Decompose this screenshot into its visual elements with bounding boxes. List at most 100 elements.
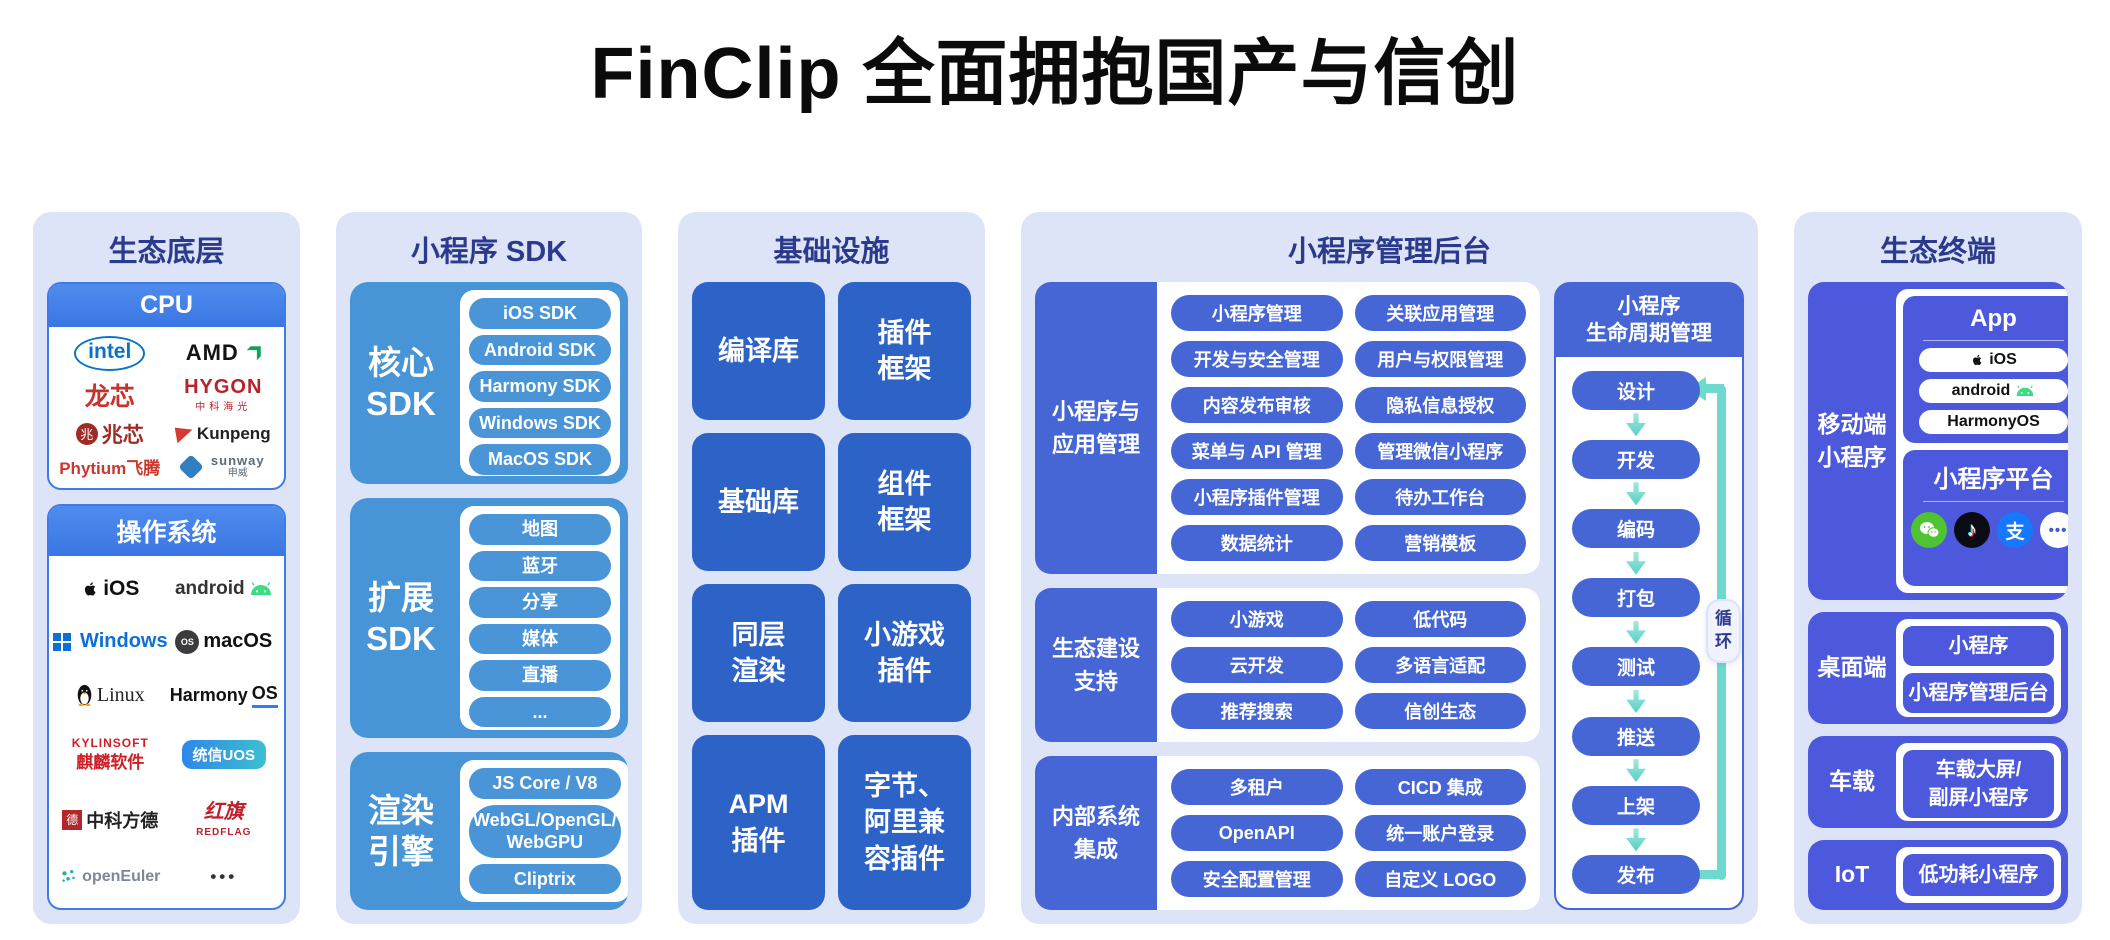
column-eco-terminal: 生态终端 移动端 小程序 App iOS android HarmonyOS 小…	[1794, 212, 2082, 924]
column-miniapp-sdk: 小程序 SDK 核心 SDK iOS SDK Android SDK Harmo…	[336, 212, 642, 924]
admin-pill: 数据统计	[1171, 525, 1343, 561]
desktop-block-miniapp: 小程序	[1903, 626, 2054, 666]
android-icon	[2016, 385, 2034, 396]
group-internal-integration-label: 内部系统 集成	[1035, 756, 1157, 910]
admin-pill: 安全配置管理	[1171, 861, 1343, 897]
douyin-icon	[1954, 512, 1990, 548]
section-car: 车载 车载大屏/ 副屏小程序	[1808, 736, 2068, 828]
admin-groups: 小程序与 应用管理 小程序管理 关联应用管理 开发与安全管理 用户与权限管理 内…	[1035, 282, 1540, 910]
lifecycle-header: 小程序 生命周期管理	[1556, 284, 1742, 357]
render-engine-card: 渲染 引擎 JS Core / V8 WebGL/OpenGL/ WebGPU …	[350, 752, 628, 910]
admin-pill: CICD 集成	[1354, 769, 1526, 805]
infra-title: 基础设施	[773, 236, 890, 268]
group-eco-support-panel: 小游戏 低代码 云开发 多语言适配 推荐搜索 信创生态	[1157, 588, 1540, 742]
intel-logo: intel	[74, 335, 146, 371]
group-app-management-label: 小程序与 应用管理	[1035, 282, 1157, 574]
sdk-pill-more: ...	[469, 696, 611, 727]
group-eco-support-label: 生态建设 支持	[1035, 588, 1157, 742]
admin-pill: 菜单与 API 管理	[1171, 433, 1343, 469]
iot-block: 低功耗小程序	[1903, 854, 2054, 896]
infra-block-component-framework: 组件 框架	[838, 433, 971, 572]
terminal-title: 生态终端	[1879, 236, 1996, 268]
cpu-logo-phytium: Phytium飞腾	[59, 459, 161, 479]
os-header: 操作系统	[49, 506, 284, 556]
car-panel: 车载大屏/ 副屏小程序	[1896, 743, 2061, 821]
admin-pill: 用户与权限管理	[1354, 341, 1526, 377]
down-arrow-icon	[1626, 482, 1646, 506]
render-engine-panel: JS Core / V8 WebGL/OpenGL/ WebGPU Cliptr…	[460, 760, 628, 902]
cpu-logo-zhaoxin: 兆兆芯	[75, 419, 144, 449]
sdk-pill-jscore: JS Core / V8	[469, 768, 621, 799]
extension-sdk-panel: 地图 蓝牙 分享 媒体 直播 ...	[460, 506, 620, 730]
platform-card-title: 小程序平台	[1933, 466, 2054, 493]
loop-badge: 循 环	[1706, 599, 1741, 664]
sdk-pill-media: 媒体	[469, 623, 611, 654]
lifecycle-step-code: 编码	[1572, 508, 1700, 548]
admin-pill: 隐私信息授权	[1354, 387, 1526, 423]
column-admin-console: 小程序管理后台 小程序与 应用管理 小程序管理 关联应用管理 开发与安全管理 用…	[1021, 212, 1758, 924]
page-title: FinClip 全面拥抱国产与信创	[590, 34, 1520, 114]
sdk-title: 小程序 SDK	[410, 236, 568, 268]
infra-block-same-layer-render: 同层 渲染	[692, 584, 825, 723]
mobile-panel: App iOS android HarmonyOS 小程序平台 支	[1896, 289, 2068, 593]
down-arrow-icon	[1626, 620, 1646, 644]
os-logo-ios: iOS	[81, 577, 139, 601]
platform-card: 小程序平台 支	[1903, 450, 2068, 586]
section-iot: IoT 低功耗小程序	[1808, 840, 2068, 910]
core-sdk-label: 核心 SDK	[366, 343, 436, 422]
more-icon	[2040, 512, 2068, 548]
apple-icon	[85, 581, 96, 596]
lifecycle-title-line2: 生命周期管理	[1586, 322, 1712, 346]
os-logo-openeuler: openEuler	[60, 868, 160, 886]
sdk-pill-share: 分享	[469, 587, 611, 618]
admin-pill: 小游戏	[1171, 601, 1343, 637]
core-sdk-panel: iOS SDK Android SDK Harmony SDK Windows …	[460, 290, 620, 476]
app-card-title: App	[1970, 305, 2017, 332]
sdk-pill-cliptrix: Cliptrix	[469, 863, 621, 894]
group-internal-integration: 内部系统 集成 多租户 CICD 集成 OpenAPI 统一账户登录 安全配置管…	[1035, 756, 1540, 910]
lifecycle-step-develop: 开发	[1572, 439, 1700, 479]
down-arrow-icon	[1626, 759, 1646, 783]
app-pill-harmonyos-label: HarmonyOS	[1947, 413, 2040, 430]
lifecycle-step-test: 测试	[1572, 647, 1700, 687]
app-pill-android-label: android	[1951, 382, 2011, 399]
os-logo-more: •••	[210, 867, 237, 887]
cpu-logo-kunpeng: Kunpeng	[174, 424, 271, 444]
lifecycle-body: 循 环 设计 开发 编码 打包 测试 推送 上架	[1556, 357, 1742, 908]
down-arrow-icon	[1626, 551, 1646, 575]
admin-pill: 内容发布审核	[1171, 387, 1343, 423]
lifecycle-step-package: 打包	[1572, 578, 1700, 618]
alipay-icon: 支	[1997, 512, 2033, 548]
admin-title: 小程序管理后台	[1287, 236, 1491, 268]
section-desktop: 桌面端 小程序 小程序管理后台	[1808, 612, 2068, 724]
app-pill-ios: iOS	[1919, 348, 2068, 372]
admin-pill: 云开发	[1171, 647, 1343, 683]
kunpeng-swoosh-icon	[174, 424, 195, 443]
os-logo-uos: 统信UOS	[181, 739, 267, 769]
openeuler-icon	[62, 870, 75, 883]
os-logo-fangde: 德中科方德	[62, 807, 158, 833]
sdk-pill-webgl: WebGL/OpenGL/ WebGPU	[469, 804, 621, 858]
down-arrow-icon	[1626, 828, 1646, 852]
sdk-pill-macos: MacOS SDK	[469, 444, 611, 475]
apple-icon	[1973, 354, 1982, 366]
infra-block-compiler: 编译库	[692, 282, 825, 421]
desktop-block-admin: 小程序管理后台	[1903, 673, 2054, 713]
car-block: 车载大屏/ 副屏小程序	[1903, 750, 2054, 818]
admin-pill: 信创生态	[1354, 693, 1526, 729]
lifecycle-step-launch: 上架	[1572, 785, 1700, 825]
admin-pill: 小程序管理	[1171, 295, 1343, 331]
extension-sdk-card: 扩展 SDK 地图 蓝牙 分享 媒体 直播 ...	[350, 498, 628, 738]
sdk-pill-harmony: Harmony SDK	[469, 371, 611, 402]
down-arrow-icon	[1626, 413, 1646, 437]
mobile-label: 移动端 小程序	[1817, 410, 1887, 470]
app-pill-ios-label: iOS	[1989, 351, 2017, 368]
sdk-pill-ios: iOS SDK	[469, 298, 611, 329]
